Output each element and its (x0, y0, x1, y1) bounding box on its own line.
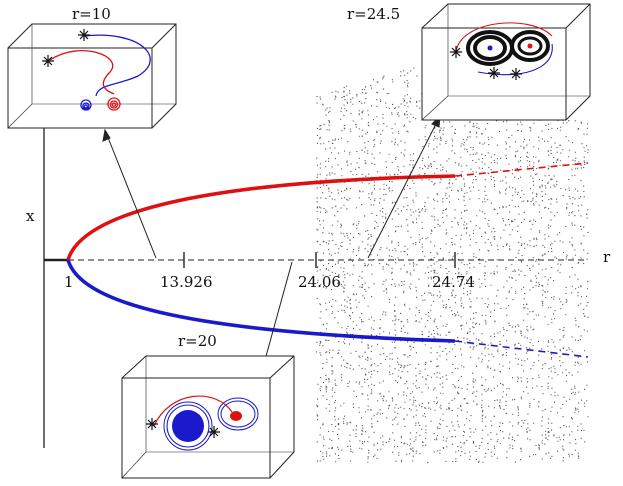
upper-unstable-branch (454, 162, 589, 177)
inset-r20-label: r=20 (178, 332, 217, 350)
inset-r245-label: r=24.5 (347, 5, 400, 23)
arrowhead-r10 (102, 128, 111, 142)
upper-stable-branch (66, 174, 456, 261)
arrow-r245 (367, 115, 441, 259)
y-axis-label: x (26, 207, 35, 225)
tick-label-13926: 13.926 (160, 273, 213, 291)
tick-label-2474: 24.74 (432, 273, 475, 291)
chaotic-region (316, 64, 589, 464)
arrow-r10 (104, 129, 157, 259)
inset-r10-label: r=10 (72, 5, 111, 23)
tick-label-2406: 24.06 (298, 273, 341, 291)
lower-stable-branch (66, 259, 456, 343)
inset-r245: r=24.5 (347, 3, 591, 121)
lower-unstable-branch (454, 340, 589, 358)
x-axis-label: r (603, 248, 611, 266)
inset-r20: r=20 (121, 332, 295, 479)
inset-r10: r=10 (7, 5, 177, 129)
tick-label-1: 1 (64, 273, 74, 291)
